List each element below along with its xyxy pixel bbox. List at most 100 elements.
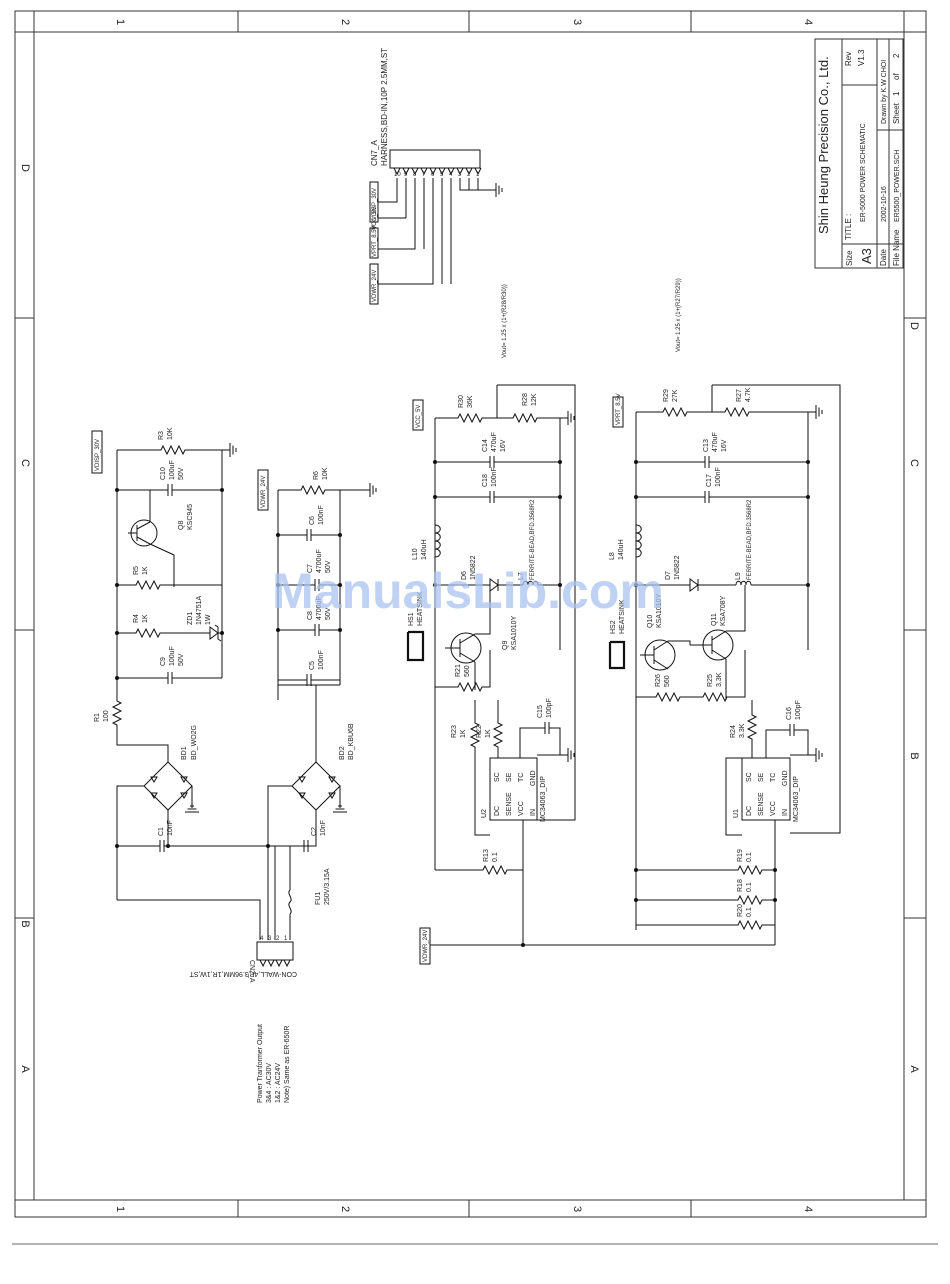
cn7-net-vprt: VPRT_8.5V (372, 225, 378, 257)
d7-val: 1N5822 (674, 555, 681, 580)
r6-ref: R6 (313, 471, 320, 480)
u1-pin-gnd-label: GND (782, 770, 789, 786)
r4-ref: R4 (133, 614, 140, 623)
size-value: A3 (859, 248, 874, 264)
cn7-pin-7: 7 (422, 172, 426, 178)
r18-ref: R18 (737, 879, 744, 892)
c14-ref: C14 (482, 439, 489, 452)
col-label-3-top: 3 (571, 19, 583, 25)
c9-val: 100uF (169, 646, 176, 666)
u2-pin-vcc: VCC (518, 801, 525, 816)
col-label-2-top: 2 (339, 19, 351, 25)
cn7-pin-10: 10 (394, 172, 401, 178)
l10-ref: L10 (412, 548, 419, 560)
vdisp-regulator: VDISP_30V R3 10K C10 100uF 50V Q8 KSC945… (91, 427, 276, 940)
u2-pin-left-labels: DC (494, 806, 501, 816)
r13-val: 0.1 (492, 852, 499, 862)
drawing-title: ER-5000 POWER SCHEMATIC (860, 123, 867, 222)
r29-ref: R29 (663, 389, 670, 402)
title-block: Shin Heung Precision Co., Ltd. Rev V1.3 … (814, 38, 904, 269)
date-value: 2002-10-16 (881, 186, 888, 222)
c16-ref: C16 (786, 707, 793, 720)
u1-pin-se-label: SE (758, 772, 765, 782)
rev-label: Rev (844, 52, 853, 66)
cn7-pin-2: 2 (467, 172, 471, 178)
title-label: TITLE : (844, 214, 853, 240)
c2-val: 10nF (320, 820, 327, 836)
r28-val: 12K (531, 393, 538, 406)
sheet-total: 2 (892, 53, 901, 58)
q9-val: KSA1010Y (511, 615, 518, 650)
vdwr-feed: VDWR_24V (419, 927, 775, 965)
vprt-regulator: VPRT_8.5V R29 27K R27 4.7K C13 470uF 16V… (608, 384, 841, 945)
transformer-note-line1: Power Tranformer Output (257, 1024, 264, 1103)
r26-ref: R26 (655, 674, 662, 687)
drawn-by: Drawn by K.W CHOI (881, 60, 888, 124)
u2-pin-gnd: GND (530, 770, 537, 786)
transformer-note: Power Tranformer Output 3&4 : AC30V 1&2 … (257, 1022, 291, 1103)
row-label-d-right: D (908, 322, 920, 330)
cn7-pin-1: 1 (476, 172, 480, 178)
cn7-pin-5: 5 (440, 172, 444, 178)
c16-val: 100pF (795, 700, 802, 720)
c5-ref: C5 (309, 661, 316, 670)
c7-volt: 50V (325, 560, 332, 573)
company-name: Shin Heung Precision Co., Ltd. (816, 56, 831, 234)
d7-ref: D7 (665, 571, 672, 580)
r22-ref: R22 (476, 725, 483, 738)
cn7-net-vcc: VCC_5V (372, 207, 378, 230)
r1-val: 100 (103, 710, 110, 722)
c15-ref: C15 (537, 705, 544, 718)
file-name-label: File Name (892, 229, 901, 266)
c1-val: 10nF (167, 820, 174, 836)
cn7-net-vdisp: VDISP_30V (372, 188, 378, 220)
r29-val: 27K (672, 389, 679, 402)
bd1-ref: BD1 (181, 746, 188, 760)
cn7-pin-8: 8 (413, 172, 417, 178)
c6-ref: C6 (309, 516, 316, 525)
q10-ref: Q10 (647, 615, 654, 628)
zd1-watt: 1W (205, 614, 212, 625)
u2-pin-sense: SENSE (506, 792, 513, 816)
hs2-ref: HS2 (610, 620, 617, 634)
r1-ref: R1 (94, 713, 101, 722)
d6-val: 1N5822 (470, 555, 477, 580)
r30-ref: R30 (458, 395, 465, 408)
date-label: Date (879, 249, 888, 266)
drawing-frame: 1 2 3 4 1 2 3 4 D C B A D C B A (12, 10, 938, 1245)
c14-val: 470uF (491, 432, 498, 452)
r23-ref: R23 (451, 725, 458, 738)
c10-volt: 50V (178, 467, 185, 480)
fu1-ref: FU1 (315, 892, 322, 905)
r19-val: 0.1 (746, 852, 753, 862)
r24-val: 3.3K (739, 723, 746, 738)
file-name-value: ER5500_POWER.SCH (894, 150, 901, 222)
r18-val: 0.1 (746, 882, 753, 892)
net-vdisp-left: VDISP_30V (95, 439, 101, 471)
transformer-note-line2: 3&4 : AC30V (266, 1063, 273, 1103)
c1-ref: C1 (158, 827, 165, 836)
c7-val: 4700uF (316, 549, 323, 573)
bd2-ref: BD2 (339, 746, 346, 760)
row-label-b-left: B (19, 920, 31, 927)
r4-val: 1K (142, 614, 149, 623)
r19-ref: R19 (737, 849, 744, 862)
transformer-note-line4: Note) Same as ER-650R (284, 1026, 291, 1103)
u1-pin-gnd: GND (782, 770, 789, 786)
row-label-b-right: B (908, 752, 920, 759)
u2-pin-se-label: SE (506, 772, 513, 782)
col-label-4-top: 4 (802, 19, 814, 25)
u2-pin-tc-label: TC (518, 773, 525, 782)
u2-pin-sc-label: SC (494, 772, 501, 782)
c13-val: 470uF (712, 432, 719, 452)
u1-pin-in-label: IN (782, 809, 789, 816)
q10-val: KSA1010Y (656, 593, 663, 628)
u1-pin-sc: SC (746, 772, 753, 782)
col-label-3-bottom: 3 (571, 1206, 583, 1212)
cn7-pin-9: 9 (404, 172, 408, 178)
u1-pin-sc-label: SC (746, 772, 753, 782)
u1-pin-sense: SENSE (758, 792, 765, 816)
